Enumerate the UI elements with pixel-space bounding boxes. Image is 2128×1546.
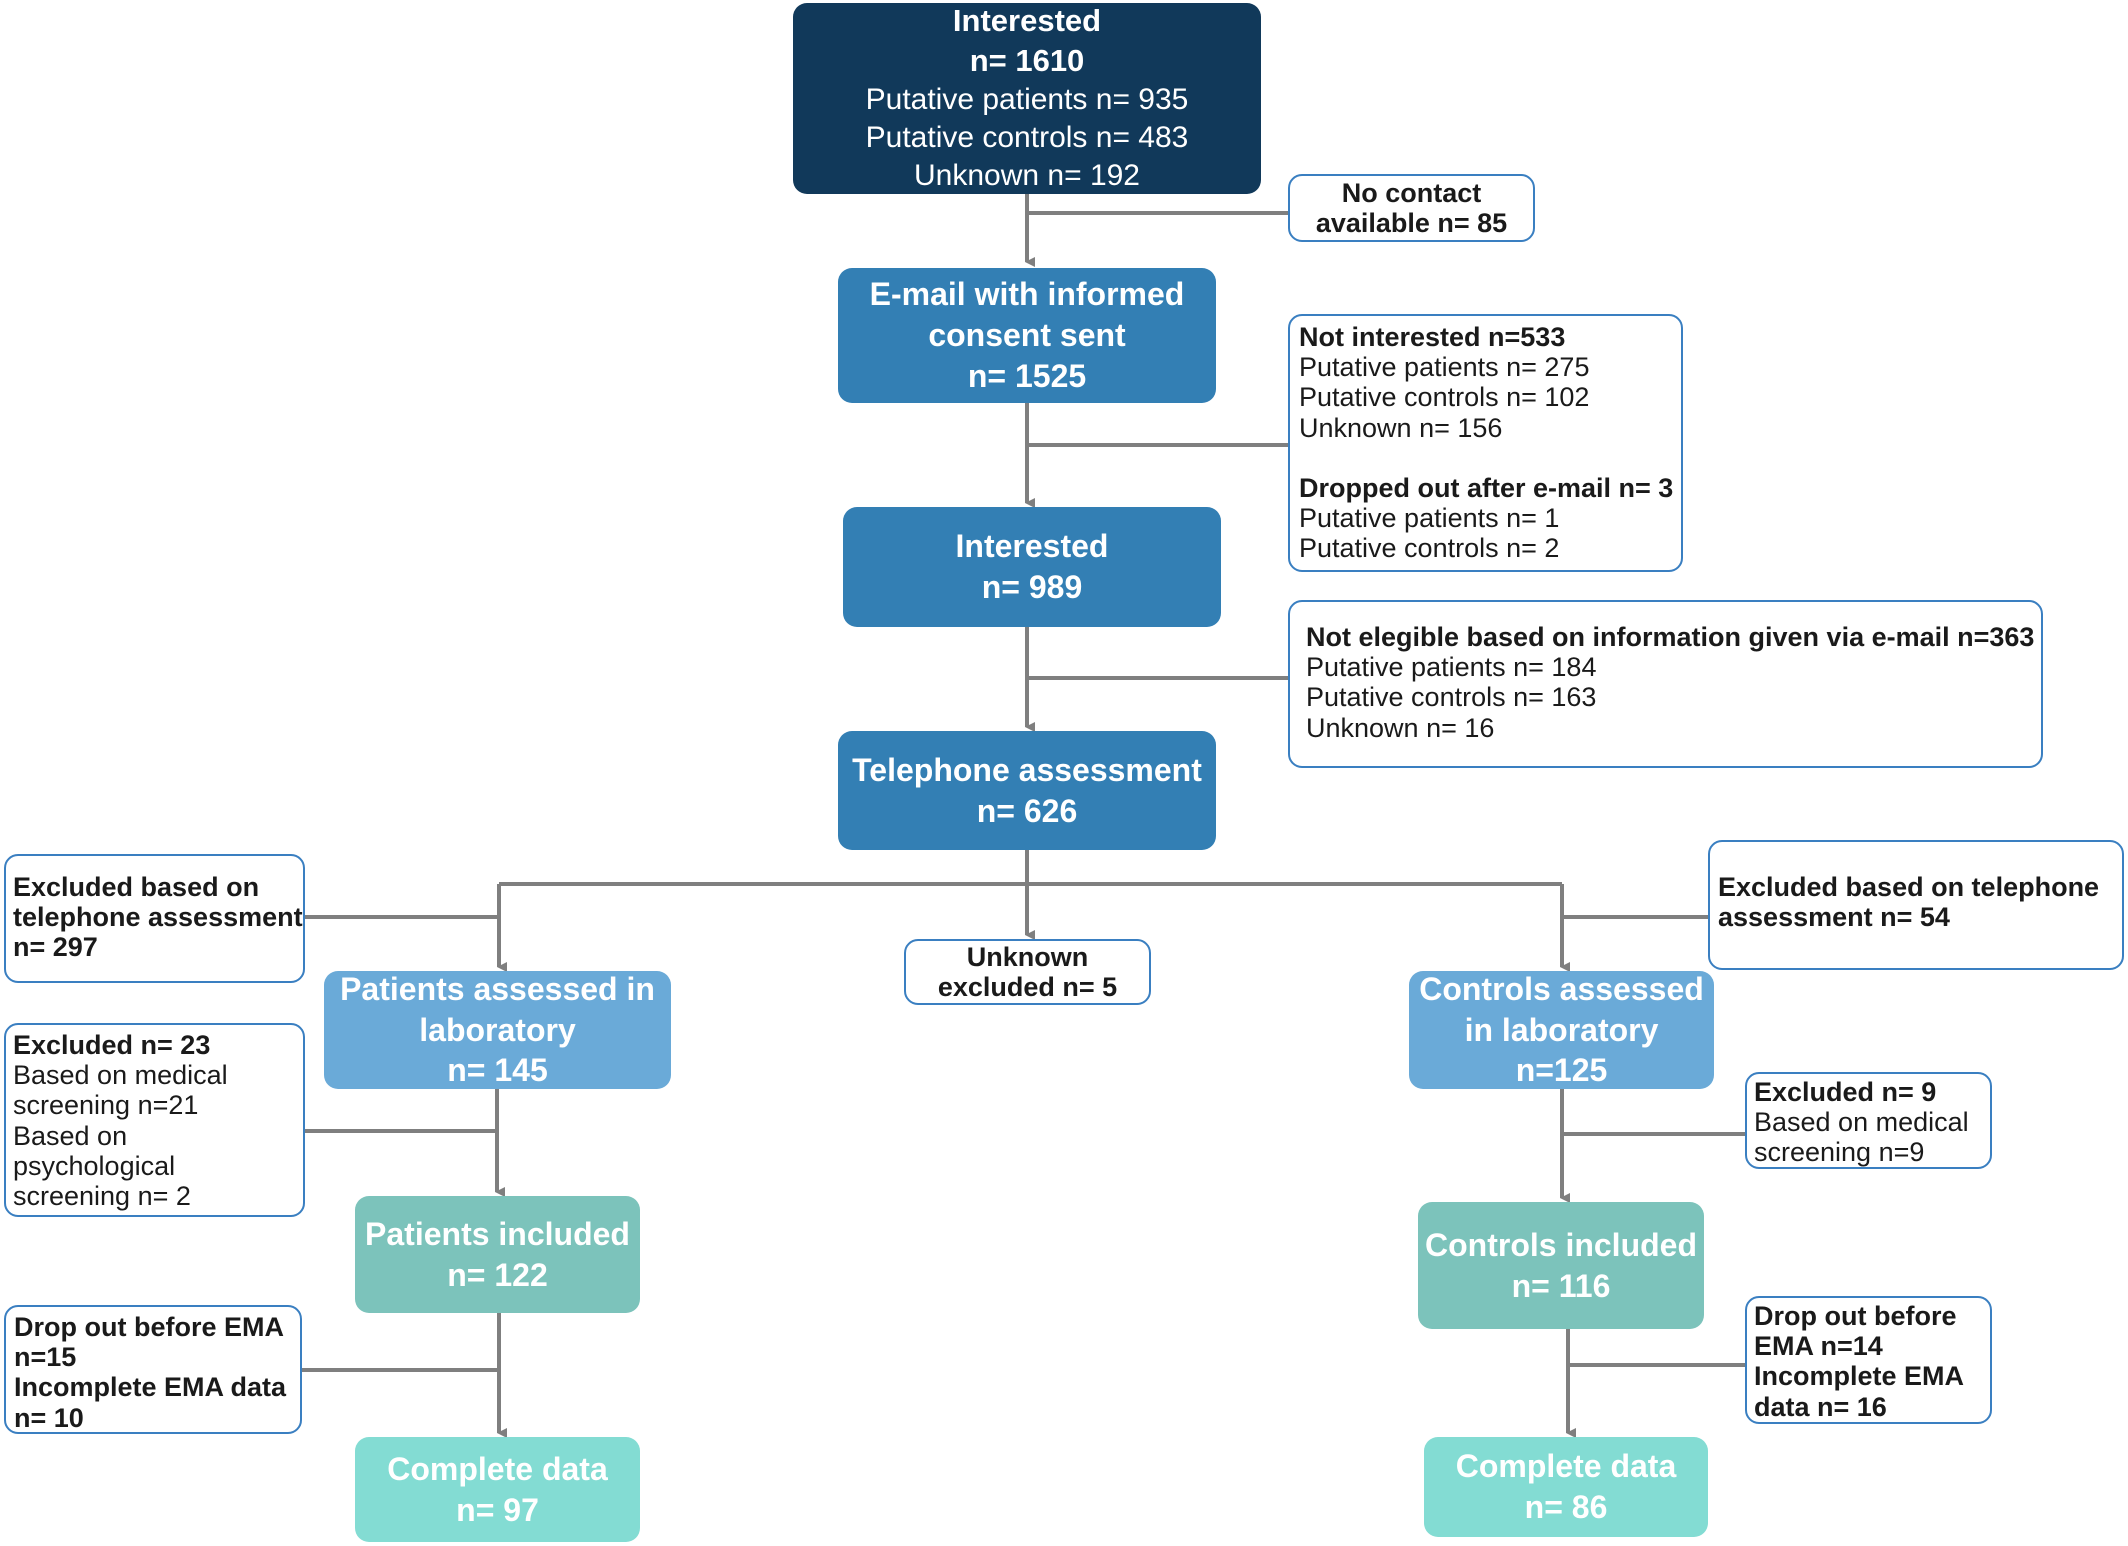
note-line: Drop out before EMA bbox=[14, 1312, 284, 1342]
box-title: Patients assessed in bbox=[340, 970, 655, 1007]
note-heading: Not interested n=533 bbox=[1299, 322, 1566, 352]
box-count: n= 116 bbox=[1511, 1267, 1611, 1304]
note-heading: Not elegible based on information given … bbox=[1306, 622, 2035, 652]
note-line: Putative controls n= 102 bbox=[1299, 382, 1590, 413]
box-interested-989: Interested n= 989 bbox=[843, 507, 1221, 627]
box-title: Controls assessed bbox=[1419, 970, 1704, 1007]
note-line: Unknown bbox=[966, 941, 1089, 972]
note-line: screening n= 2 bbox=[13, 1181, 191, 1212]
box-count: n= 1610 bbox=[969, 42, 1085, 78]
note-line: Excluded based on telephone bbox=[1718, 872, 2100, 902]
note-line: Unknown n= 16 bbox=[1306, 712, 1495, 743]
box-count: n=125 bbox=[1515, 1052, 1608, 1089]
note-not-eligible: Not elegible based on information given … bbox=[1288, 600, 2043, 768]
note-line: Based on medical bbox=[1754, 1107, 1969, 1138]
box-title: Complete data bbox=[387, 1450, 608, 1487]
note-excluded-9: Excluded n= 9 Based on medical screening… bbox=[1745, 1072, 1992, 1169]
note-line: Based on bbox=[13, 1120, 128, 1151]
note-heading: Excluded n= 23 bbox=[13, 1030, 211, 1060]
box-count: n= 86 bbox=[1524, 1489, 1608, 1525]
note-excluded-telephone-left: Excluded based on telephone assessment n… bbox=[4, 854, 305, 983]
note-line: Putative patients n= 184 bbox=[1306, 652, 1597, 683]
box-count: n= 122 bbox=[447, 1256, 548, 1293]
box-count: n= 145 bbox=[447, 1052, 548, 1089]
note-line: screening n=21 bbox=[13, 1090, 199, 1121]
note-line: No contact bbox=[1341, 177, 1482, 208]
box-title: Telephone assessment bbox=[852, 751, 1202, 788]
note-line: telephone assessment bbox=[13, 902, 303, 933]
box-title: in laboratory bbox=[1464, 1011, 1659, 1048]
note-line: Based on medical bbox=[13, 1060, 228, 1091]
box-patients-included: Patients included n= 122 bbox=[355, 1196, 640, 1313]
note-dropout-right: Drop out before EMA n=14 Incomplete EMA … bbox=[1745, 1296, 1992, 1424]
note-line: Putative controls n= 163 bbox=[1306, 682, 1597, 713]
note-line: Putative controls n= 2 bbox=[1299, 533, 1560, 564]
box-email-sent: E-mail with informed consent sent n= 152… bbox=[838, 268, 1216, 403]
note-no-contact: No contact available n= 85 bbox=[1288, 174, 1535, 242]
box-interested-1610: Interested n= 1610 Putative patients n= … bbox=[793, 3, 1261, 194]
note-line: n=15 bbox=[14, 1342, 77, 1373]
note-dropout-left: Drop out before EMA n=15 Incomplete EMA … bbox=[4, 1305, 302, 1434]
note-line: screening n=9 bbox=[1754, 1137, 1925, 1168]
box-title: Interested bbox=[955, 528, 1109, 565]
note-heading: Dropped out after e-mail n= 3 bbox=[1299, 472, 1674, 503]
note-line: psychological bbox=[13, 1150, 176, 1181]
box-telephone-assessment: Telephone assessment n= 626 bbox=[838, 731, 1216, 850]
box-count: n= 626 bbox=[976, 792, 1078, 829]
note-not-interested: Not interested n=533 Putative patients n… bbox=[1288, 314, 1683, 572]
box-title: Interested bbox=[952, 3, 1102, 39]
note-line: assessment n= 54 bbox=[1718, 902, 1950, 933]
box-title: E-mail with informed bbox=[869, 276, 1185, 313]
box-count: n= 1525 bbox=[967, 357, 1087, 394]
box-title: consent sent bbox=[928, 317, 1126, 354]
box-title: laboratory bbox=[419, 1011, 576, 1048]
note-line: Drop out before bbox=[1754, 1301, 1957, 1331]
box-title: Complete data bbox=[1455, 1448, 1677, 1485]
box-count: n= 97 bbox=[456, 1491, 539, 1528]
box-controls-complete: Complete data n= 86 bbox=[1424, 1437, 1708, 1537]
note-line: Putative patients n= 1 bbox=[1299, 503, 1560, 534]
note-line: available n= 85 bbox=[1315, 208, 1508, 238]
note-excluded-23: Excluded n= 23 Based on medical screenin… bbox=[4, 1023, 305, 1217]
box-title: Controls included bbox=[1425, 1226, 1697, 1263]
note-line: Incomplete EMA data bbox=[14, 1372, 287, 1403]
box-detail: Putative controls n= 483 bbox=[865, 120, 1189, 154]
note-line: n= 10 bbox=[14, 1402, 84, 1433]
note-line: EMA n=14 bbox=[1754, 1331, 1883, 1362]
box-count: n= 989 bbox=[981, 569, 1083, 605]
box-detail: Unknown n= 192 bbox=[914, 159, 1140, 193]
note-line: data n= 16 bbox=[1754, 1391, 1887, 1422]
note-line: excluded n= 5 bbox=[937, 972, 1118, 1002]
note-line: Excluded based on bbox=[13, 872, 260, 902]
box-patients-lab: Patients assessed in laboratory n= 145 bbox=[324, 971, 671, 1089]
note-line: Unknown n= 156 bbox=[1299, 412, 1503, 443]
note-unknown-excluded: Unknown excluded n= 5 bbox=[904, 939, 1151, 1005]
note-line: Incomplete EMA bbox=[1754, 1361, 1965, 1392]
box-title: Patients included bbox=[365, 1215, 630, 1252]
note-heading: Excluded n= 9 bbox=[1754, 1077, 1937, 1107]
box-controls-included: Controls included n= 116 bbox=[1418, 1202, 1704, 1329]
box-detail: Putative patients n= 935 bbox=[865, 82, 1189, 116]
note-line: Putative patients n= 275 bbox=[1299, 352, 1590, 383]
note-line: n= 297 bbox=[13, 932, 98, 963]
box-controls-lab: Controls assessed in laboratory n=125 bbox=[1409, 971, 1714, 1089]
box-patients-complete: Complete data n= 97 bbox=[355, 1437, 640, 1542]
note-excluded-telephone-right: Excluded based on telephone assessment n… bbox=[1708, 840, 2124, 970]
